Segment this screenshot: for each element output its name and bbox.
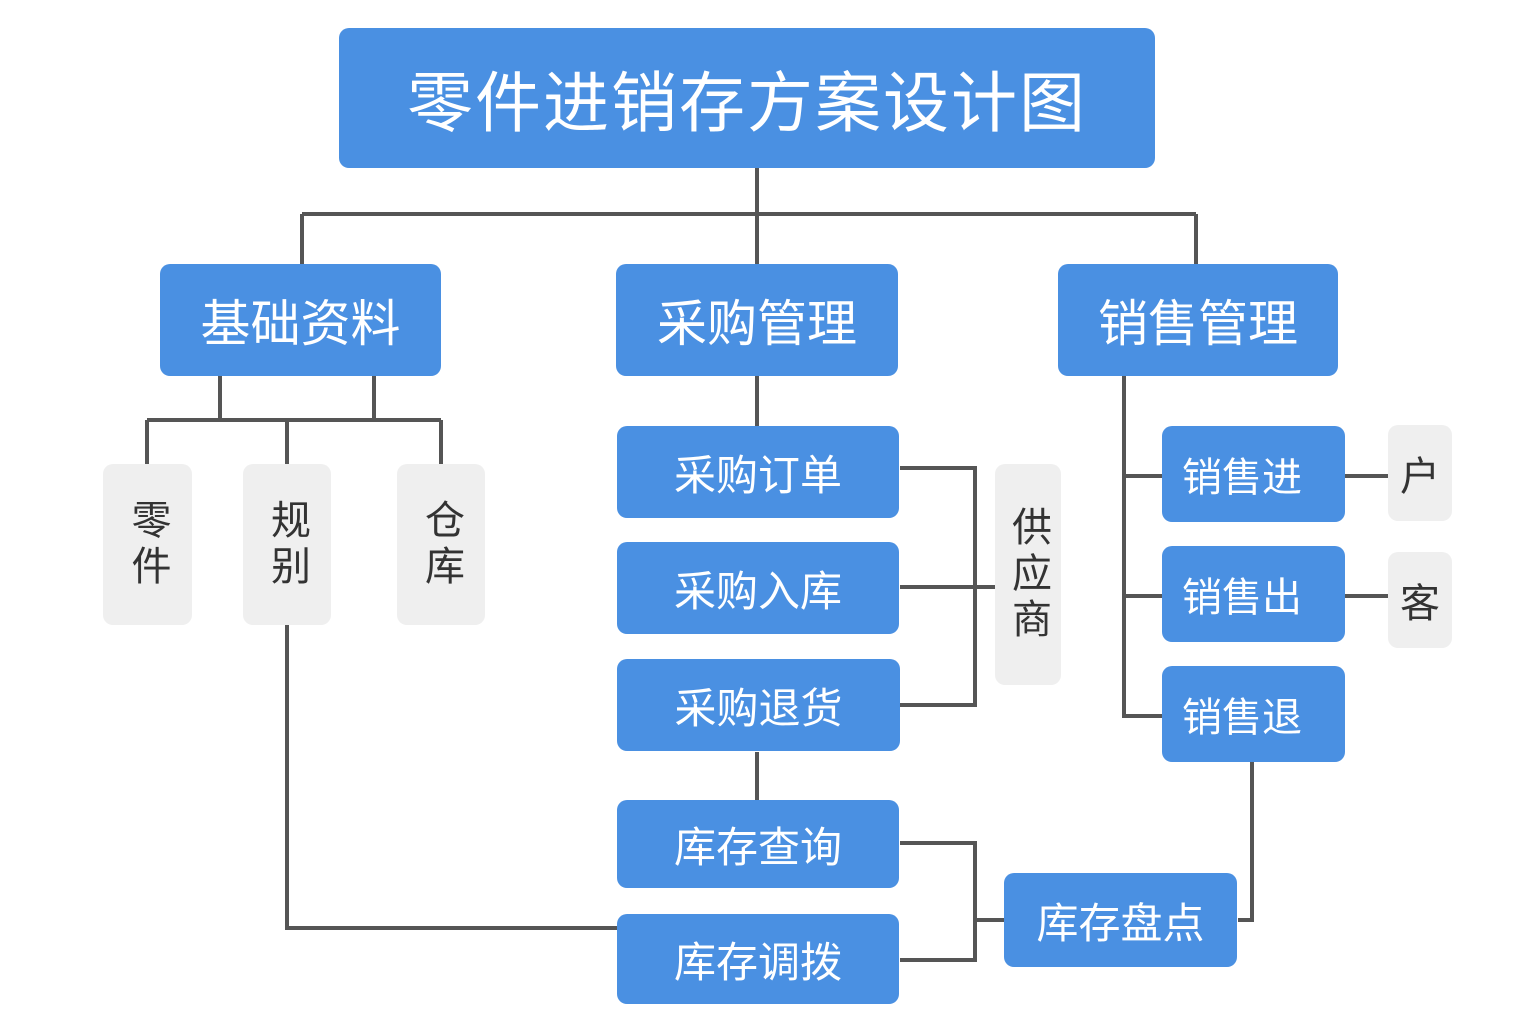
customer-node-top: 户 <box>1388 425 1452 521</box>
purchase-management-node: 采购管理 <box>616 264 898 376</box>
title-node: 零件进销存方案设计图 <box>339 28 1155 168</box>
connector-basic <box>145 376 443 464</box>
connector-sales-return <box>1238 762 1254 922</box>
connector-sales <box>1122 376 1162 718</box>
connector-inventory <box>900 841 1004 962</box>
purchase-return-node: 采购退货 <box>617 659 900 751</box>
part-node: 零件 <box>103 464 192 625</box>
inventory-stocktake-node: 库存盘点 <box>1004 873 1237 967</box>
purchase-order-node: 采购订单 <box>617 426 899 518</box>
supplier-node: 供应商 <box>995 464 1061 685</box>
customer-node-bottom: 客 <box>1388 552 1452 648</box>
warehouse-node: 仓库 <box>397 464 485 625</box>
purchase-inbound-node: 采购入库 <box>617 542 899 634</box>
sales-return-node: 销售退 <box>1162 666 1345 762</box>
connector-root <box>300 168 1198 264</box>
sales-outbound-node: 销售出 <box>1162 546 1345 642</box>
basic-data-node: 基础资料 <box>160 264 441 376</box>
spec-node: 规别 <box>243 464 331 625</box>
connector-customer <box>1345 474 1388 598</box>
connector-supplier <box>900 466 995 707</box>
connector-spec-transfer <box>285 625 617 930</box>
sales-order-node: 销售进 <box>1162 426 1345 522</box>
sales-management-node: 销售管理 <box>1058 264 1338 376</box>
inventory-query-node: 库存查询 <box>617 800 899 888</box>
inventory-transfer-node: 库存调拨 <box>617 914 899 1004</box>
